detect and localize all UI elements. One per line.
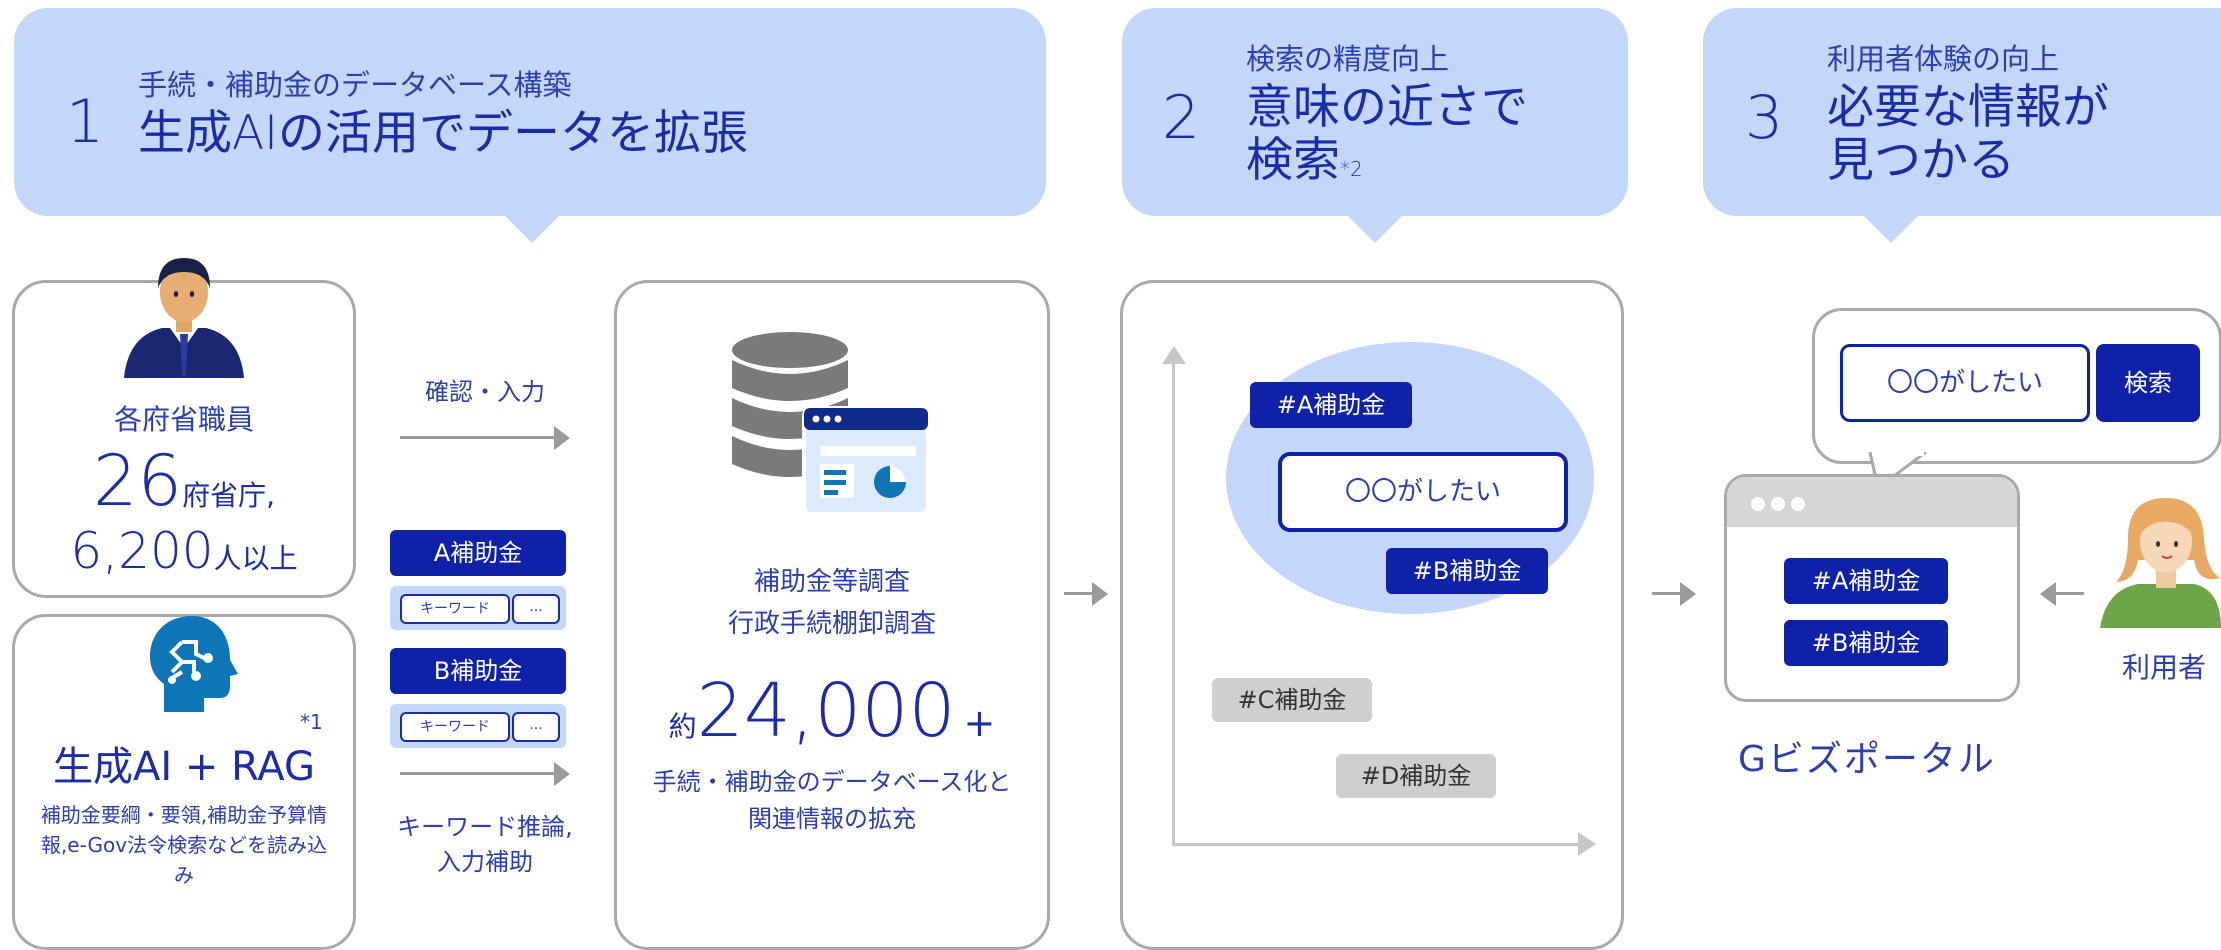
ai-description: 補助金要綱・要領,補助金予算情報,e-Gov法令検索などを読み込み [40,803,328,887]
database-approx: 約 [668,710,697,743]
businessman-icon [124,258,244,378]
database-count: 約24,000+ [614,668,1050,754]
user-icon [2100,498,2221,628]
ai-footnote: *1 [300,710,323,734]
portal-tag-a: #A補助金 [1784,558,1948,604]
step3-headline-line1: 必要な情報が [1827,80,2109,135]
step2-subtitle: 検索の精度向上 [1246,42,1450,76]
confirm-label: 確認・入力 [425,378,545,406]
ai-label: 生成AI + RAG [12,734,356,792]
step3-headline-line2: 見つかる [1827,132,2015,188]
flow-ellipsis-a: ... [512,594,560,624]
confirm-arrow-head [554,426,570,450]
step1-header: 1 手続・補助金のデータベース構築 生成AIの活用でデータを拡張 [14,8,1046,243]
staff-people-number: 6,200 [70,522,214,580]
step2-headline-line2: 検索*2 [1246,132,1528,188]
flow-tag-a: A補助金 [390,530,566,576]
staff-people-unit: 人以上 [213,542,298,575]
flow-keyword-a: キーワード [400,594,510,624]
semantic-tag-a: #A補助金 [1250,382,1412,428]
step2-header: 検索の精度向上 2 意味の近さで 検索*2 [1122,8,1628,243]
user-label: 利用者 [2122,651,2207,684]
database-description: 手続・補助金のデータベース化と 関連情報の拡充 [614,764,1050,838]
database-survey-line2: 行政手続棚卸調査 [727,608,936,639]
database-desc-line2: 関連情報の拡充 [748,805,916,834]
semantic-query: 〇〇がしたい [1278,452,1568,532]
semantic-tag-d: #D補助金 [1336,754,1496,798]
database-survey-line1: 補助金等調査 [753,567,910,597]
step3-headline: 必要な情報が 見つかる [1827,80,2109,188]
step3-number: 3 [1745,83,1784,153]
browser-dot-2 [1771,497,1785,511]
portal-search-input[interactable]: 〇〇がしたい [1840,344,2090,422]
x-axis [1172,843,1580,846]
staff-people: 6,200人以上 [12,522,356,580]
staff-ministries-unit: 府省庁, [182,479,275,512]
inference-line2: 入力補助 [437,847,533,876]
database-desc-line1: 手続・補助金のデータベース化と [652,768,1012,796]
step1-subtitle: 手続・補助金のデータベース構築 [138,68,572,102]
inference-label: キーワード推論, 入力補助 [370,810,600,880]
staff-ministries-number: 26 [93,440,183,522]
staff-ministries: 26府省庁, [12,440,356,522]
user-arrow-line [2054,592,2084,595]
database-survey: 補助金等調査 行政手続棚卸調査 [614,562,1050,645]
inference-arrow-line [400,772,556,775]
flow-keyword-b: キーワード [400,712,510,742]
semantic-to-portal-arrow-head [1680,582,1696,606]
ai-label-text: 生成AI + RAG [53,744,315,790]
user-arrow-head [2040,582,2056,606]
step2-number: 2 [1162,83,1201,153]
step2-headline-line1: 意味の近さで [1246,80,1528,135]
staff-label: 各府省職員 [113,403,254,436]
step3-header: 利用者体験の向上 3 必要な情報が 見つかる [1703,8,2221,243]
ai-brain-icon [150,616,238,712]
db-to-semantic-arrow-head [1092,582,1108,606]
y-axis [1172,356,1175,846]
browser-dot-3 [1791,497,1805,511]
inference-arrow-head [554,762,570,786]
inference-line1: キーワード推論, [397,813,573,841]
x-axis-arrow [1578,832,1596,856]
semantic-to-portal-arrow-line [1652,592,1682,595]
flow-ellipsis-b: ... [512,712,560,742]
semantic-tag-b: #B補助金 [1386,548,1548,594]
step1-number: 1 [66,87,105,157]
flow-tag-b: B補助金 [390,648,566,694]
confirm-arrow-line [400,436,556,439]
step1-headline: 生成AIの活用でデータを拡張 [138,106,749,161]
db-to-semantic-arrow-line [1064,592,1094,595]
y-axis-arrow [1162,346,1186,364]
database-icon [732,332,930,516]
portal-name: Gビズポータル [1738,739,1996,780]
portal-search-button[interactable]: 検索 [2096,344,2200,422]
step2-footnote: *2 [1340,156,1363,181]
browser-dot-1 [1751,497,1765,511]
database-plus: + [963,701,996,745]
portal-tag-b: #B補助金 [1784,620,1948,666]
step2-headline-word: 検索 [1246,132,1340,188]
database-count-number: 24,000 [696,668,956,754]
step3-subtitle: 利用者体験の向上 [1827,42,2060,76]
semantic-tag-c: #C補助金 [1212,678,1372,722]
step2-headline: 意味の近さで 検索*2 [1246,80,1528,188]
